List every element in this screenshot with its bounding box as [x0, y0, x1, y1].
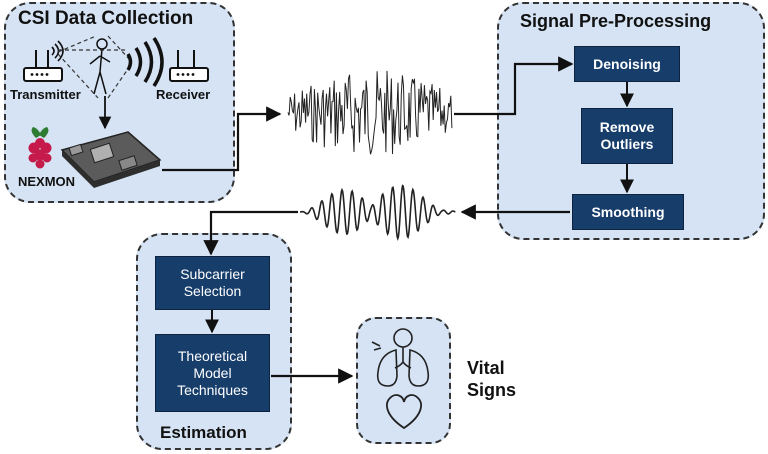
wifi-signal-icon [51, 40, 64, 62]
signal-path-lines [57, 35, 131, 99]
vital-signs-panel [356, 317, 451, 444]
person-icon [89, 38, 111, 95]
nexmon-label: NEXMON [18, 174, 76, 189]
denoising-step: Denoising [574, 46, 680, 82]
circuit-board-icon [60, 131, 162, 188]
lungs-icon [371, 328, 430, 387]
raspberry-pi-logo-icon [28, 127, 52, 169]
smoothing-step: Smoothing [572, 194, 684, 230]
receiver-label: Receiver [156, 87, 211, 102]
transmitter-label: Transmitter [10, 87, 81, 102]
wifi-waves-icon [126, 37, 164, 87]
smooth-signal-waveform [299, 184, 456, 242]
heart-icon [386, 394, 422, 430]
raw-signal-waveform [287, 70, 453, 155]
preprocessing-title: Signal Pre-Processing [520, 11, 712, 31]
theoretical-model-step: Theoretical Model Techniques [155, 334, 270, 412]
vital-signs-label: Vital Signs [467, 358, 517, 400]
transmitter-router-icon [23, 50, 63, 82]
subcarrier-selection-step: Subcarrier Selection [155, 256, 270, 310]
collection-title: CSI Data Collection [18, 8, 194, 29]
remove-outliers-step: Remove Outliers [581, 108, 673, 164]
receiver-router-icon [169, 50, 209, 82]
estimation-title: Estimation [160, 423, 247, 442]
